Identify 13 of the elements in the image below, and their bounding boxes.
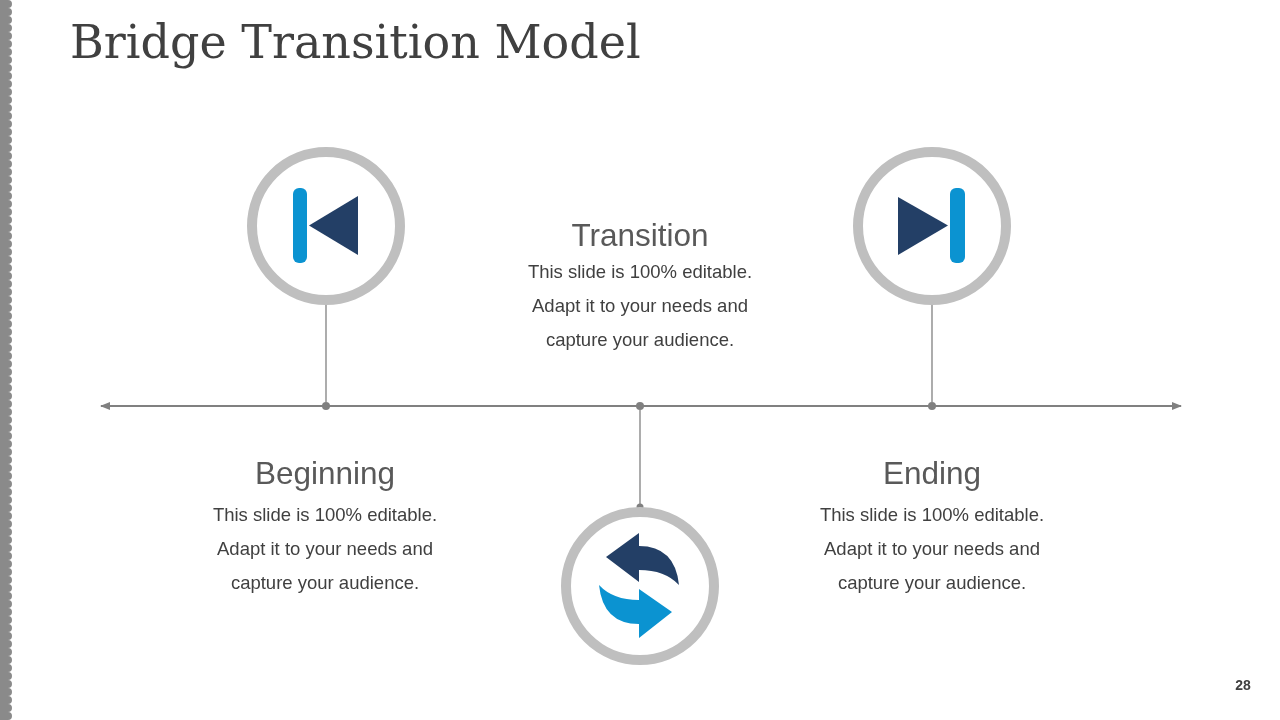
stage-heading: Ending [882, 455, 982, 491]
timeline-dot [928, 402, 936, 410]
stage-heading: Beginning [254, 455, 396, 491]
page-number: 28 [1235, 677, 1251, 693]
timeline-dot [322, 402, 330, 410]
slide-title: Bridge Transition Model [70, 14, 641, 71]
stage-heading: Transition [571, 217, 709, 253]
stage-description: This slide is 100% editable. Adapt it to your needs and capture your audience. [526, 260, 754, 352]
stage-description: This slide is 100% editable. Adapt it to your needs and capture your audience. [818, 503, 1046, 595]
stage-description: This slide is 100% editable. Adapt it to your needs and capture your audience. [211, 503, 439, 595]
connector-line [325, 304, 327, 403]
timeline-dot [636, 402, 644, 410]
connector-line [931, 304, 933, 403]
